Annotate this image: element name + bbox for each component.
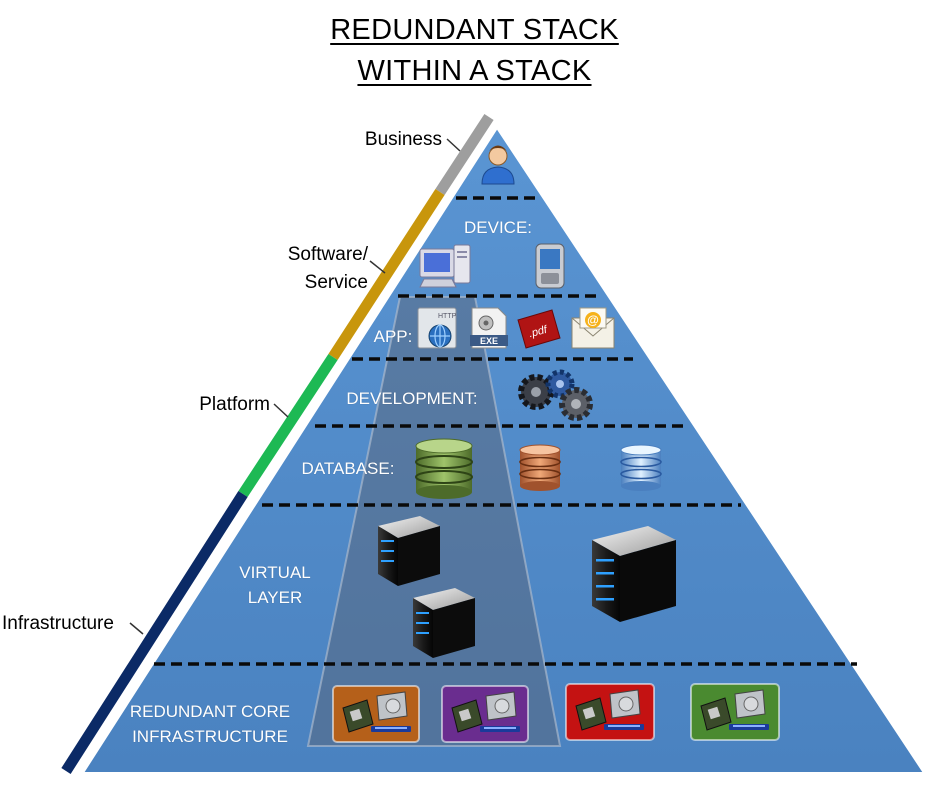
database-green-icon — [415, 438, 473, 499]
user-icon — [481, 145, 515, 185]
layer-label-core-line2: INFRASTRUCTURE — [132, 727, 288, 746]
leader-software — [369, 260, 386, 274]
http-label: HTTP — [438, 313, 457, 320]
server-icon-1 — [378, 516, 440, 586]
server-icon-large — [592, 526, 676, 622]
layer-label-virtual-line2: LAYER — [247, 588, 303, 607]
core-tiles — [332, 683, 780, 743]
label-software-line1: Software/ — [287, 244, 368, 265]
bar-software-service — [328, 189, 445, 360]
leader-platform — [273, 403, 289, 418]
email-envelope-icon: @ — [571, 307, 615, 349]
layer-label-database: DATABASE: — [301, 459, 395, 478]
label-software-line2: Service — [304, 272, 368, 293]
mobile-phone-icon — [535, 243, 565, 289]
label-platform: Platform — [199, 394, 270, 415]
core-tile-green — [690, 683, 780, 741]
leader-infrastructure — [129, 622, 144, 635]
label-infrastructure: Infrastructure — [2, 613, 114, 634]
layer-label-virtual-line1: VIRTUAL — [239, 563, 311, 582]
title-line-1: REDUNDANT STACK — [330, 14, 619, 46]
bar-platform — [238, 353, 338, 498]
label-business: Business — [364, 129, 442, 150]
bar-infrastructure — [61, 491, 248, 774]
http-globe-icon: HTTP — [417, 307, 457, 349]
layer-label-app: APP: — [373, 327, 413, 346]
layer-label-development: DEVELOPMENT: — [346, 389, 478, 408]
layer-dividers — [154, 196, 857, 666]
exe-file-icon: EXE — [470, 307, 508, 349]
pdf-label: .pdf — [528, 324, 550, 341]
leader-business — [446, 138, 461, 152]
database-orange-icon — [519, 444, 561, 491]
gears-icon — [518, 369, 593, 421]
email-label: @ — [587, 313, 599, 327]
title-line-2: WITHIN A STACK — [357, 55, 592, 87]
desktop-computer-icon — [419, 244, 471, 288]
pdf-file-icon: .pdf — [517, 309, 561, 349]
layer-label-core-line1: REDUNDANT CORE — [129, 702, 291, 721]
exe-label: EXE — [480, 336, 498, 346]
core-tile-red — [565, 683, 655, 741]
core-tile-orange — [332, 685, 420, 743]
bar-business — [435, 113, 494, 196]
layer-label-device: DEVICE: — [463, 218, 533, 237]
server-icon-2 — [413, 588, 475, 658]
database-blue-icon — [620, 444, 662, 491]
side-bars — [61, 113, 494, 774]
core-tile-purple — [441, 685, 529, 743]
